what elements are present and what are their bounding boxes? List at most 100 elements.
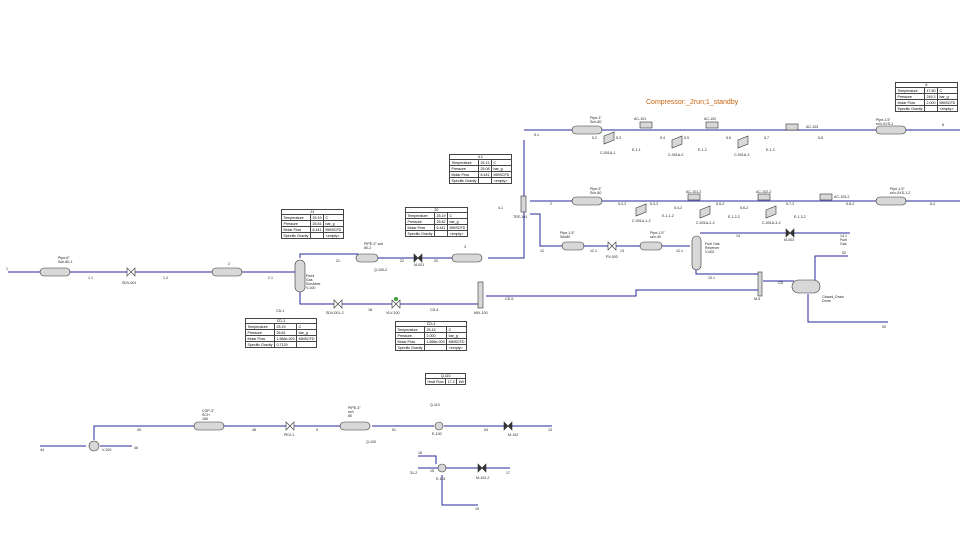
eq-pipe1-5d-b: sch-40 <box>650 235 661 239</box>
closed-drain-drum[interactable] <box>791 279 821 294</box>
pipe-1-5b-segment[interactable] <box>875 196 907 206</box>
eq-c001a12: C-001A-1-2 <box>632 219 651 223</box>
label-s13-1: 12.1 <box>676 249 683 253</box>
pipe-3c-segment[interactable] <box>339 421 371 431</box>
stream-16-line[interactable] <box>418 455 437 464</box>
eq-pipe3sch-a: PIPE-3" sch <box>364 242 383 246</box>
valve-sdv001[interactable] <box>126 267 136 277</box>
stream-19-line[interactable] <box>441 475 478 506</box>
valve-m003[interactable] <box>785 228 795 238</box>
pipe-3-sch-segment[interactable] <box>355 253 379 263</box>
eq-fuelgas-a: Fuel Gas <box>705 242 720 246</box>
compressor-c001a32[interactable] <box>765 205 777 219</box>
pipe-1-5d-segment[interactable] <box>639 241 663 251</box>
label-scd1: CD-1 <box>276 309 284 313</box>
ac-101[interactable] <box>639 121 653 129</box>
fuel-gas-bottom-line[interactable] <box>695 269 760 275</box>
label-s4-1: 4.1 <box>498 206 503 210</box>
pump-v100[interactable] <box>88 440 100 452</box>
eq-pipe1-5d-a: Pipe-1.5" <box>650 231 665 235</box>
ac-102-2[interactable] <box>757 193 771 201</box>
pipe-1-5c-segment[interactable] <box>561 241 585 251</box>
compressor-c001a22[interactable] <box>699 205 711 219</box>
cd5-line[interactable] <box>486 289 760 297</box>
eq-pv003: PV-003 <box>606 255 618 259</box>
eq-closeddrain-b: Drum <box>822 299 831 303</box>
ac-101-2[interactable] <box>687 193 701 201</box>
stream-45-line[interactable] <box>93 425 196 440</box>
pipe-6-segment[interactable] <box>39 267 71 277</box>
eq-m001: M-001 <box>414 263 424 267</box>
label-s5-2-2: 5.2-2 <box>618 202 626 206</box>
pipe-1-5-segment[interactable] <box>875 125 907 135</box>
pipe-3-segment[interactable] <box>451 253 483 263</box>
label-s15: 15 <box>430 469 434 473</box>
label-s46: 46 <box>134 446 138 450</box>
label-s5-2: 5.2 <box>592 136 597 140</box>
eq-sdv0012: SDV-001-2 <box>326 311 344 315</box>
compressor-c001a1[interactable] <box>603 131 615 145</box>
ac-103-2[interactable] <box>819 193 833 201</box>
ac-103[interactable] <box>785 123 799 131</box>
label-s5-6: 5.6 <box>726 136 731 140</box>
valve-m001[interactable] <box>413 253 423 263</box>
compressor-c001a2[interactable] <box>671 135 683 149</box>
eq-c001a32: C-001A-3-2 <box>762 221 781 225</box>
eq-mix100: MIX-100 <box>474 311 488 315</box>
valve-m102[interactable] <box>503 421 513 431</box>
cd1-line[interactable] <box>299 290 478 305</box>
exchanger-e100[interactable] <box>434 421 444 431</box>
tee-101[interactable] <box>520 195 527 213</box>
valve-m1022[interactable] <box>477 463 487 473</box>
label-s18: 18 <box>368 308 372 312</box>
feed-gas-scrubber[interactable] <box>294 259 306 293</box>
exchanger-e101[interactable] <box>437 463 447 473</box>
ac-102[interactable] <box>705 121 719 129</box>
table-row: Specific Gravity<empty> <box>449 177 512 184</box>
label-s1-2: 1.2 <box>163 276 168 280</box>
stream-12-line[interactable] <box>530 213 690 247</box>
label-s5-7: 5.7 <box>764 136 769 140</box>
scrubber-overhead-line[interactable] <box>299 253 462 259</box>
label-s14-1: 14.1 <box>840 234 847 238</box>
vlv100-indicator <box>394 297 398 301</box>
eq-e122: E-1.2-2 <box>728 215 740 219</box>
valve-vlv100[interactable] <box>391 299 401 309</box>
compressor-c001a12[interactable] <box>635 203 647 217</box>
mixer-m4[interactable] <box>757 271 763 297</box>
fuel-gas-receiver[interactable] <box>691 235 702 271</box>
label-s52: 52 <box>842 251 846 255</box>
compressor-c001a3[interactable] <box>737 135 749 149</box>
mix-100[interactable] <box>477 281 484 309</box>
eq-v100b: V-100 <box>102 448 111 452</box>
valve-pv003[interactable] <box>607 241 617 251</box>
cgp-3-pipe[interactable] <box>193 421 225 431</box>
label-s3: 3 <box>464 245 466 249</box>
eq-c001a22: C-001A-2-2 <box>696 221 715 225</box>
stream-52-line[interactable] <box>814 255 848 284</box>
label-s5-4-2: 5.4-2 <box>674 206 682 210</box>
label-scd5: CD-5 <box>505 297 513 301</box>
pipe-3a-segment[interactable] <box>571 125 603 135</box>
label-s54: 54 <box>484 428 488 432</box>
label-s44: 44 <box>40 448 44 452</box>
valve-pkv1[interactable] <box>285 421 295 431</box>
pipe-2-segment[interactable] <box>211 267 243 277</box>
stream-3-line[interactable] <box>488 140 525 259</box>
label-s5-3: 5.3 <box>616 136 621 140</box>
eq-pipe1-5c-b: Sch80 <box>560 235 570 239</box>
label-s5-8-2: 5.8-2 <box>846 202 854 206</box>
valve-sdv0012[interactable] <box>333 299 343 309</box>
pipe-3b-segment[interactable] <box>571 196 603 206</box>
label-scd: CD <box>778 281 784 285</box>
stream-53-line[interactable] <box>807 294 888 323</box>
table-row: Specific Gravity<empty> <box>395 344 467 351</box>
eq-pipe3a-a: Pipe-3" <box>590 116 602 120</box>
eq-fuelgasout-b: Gas <box>840 242 847 246</box>
